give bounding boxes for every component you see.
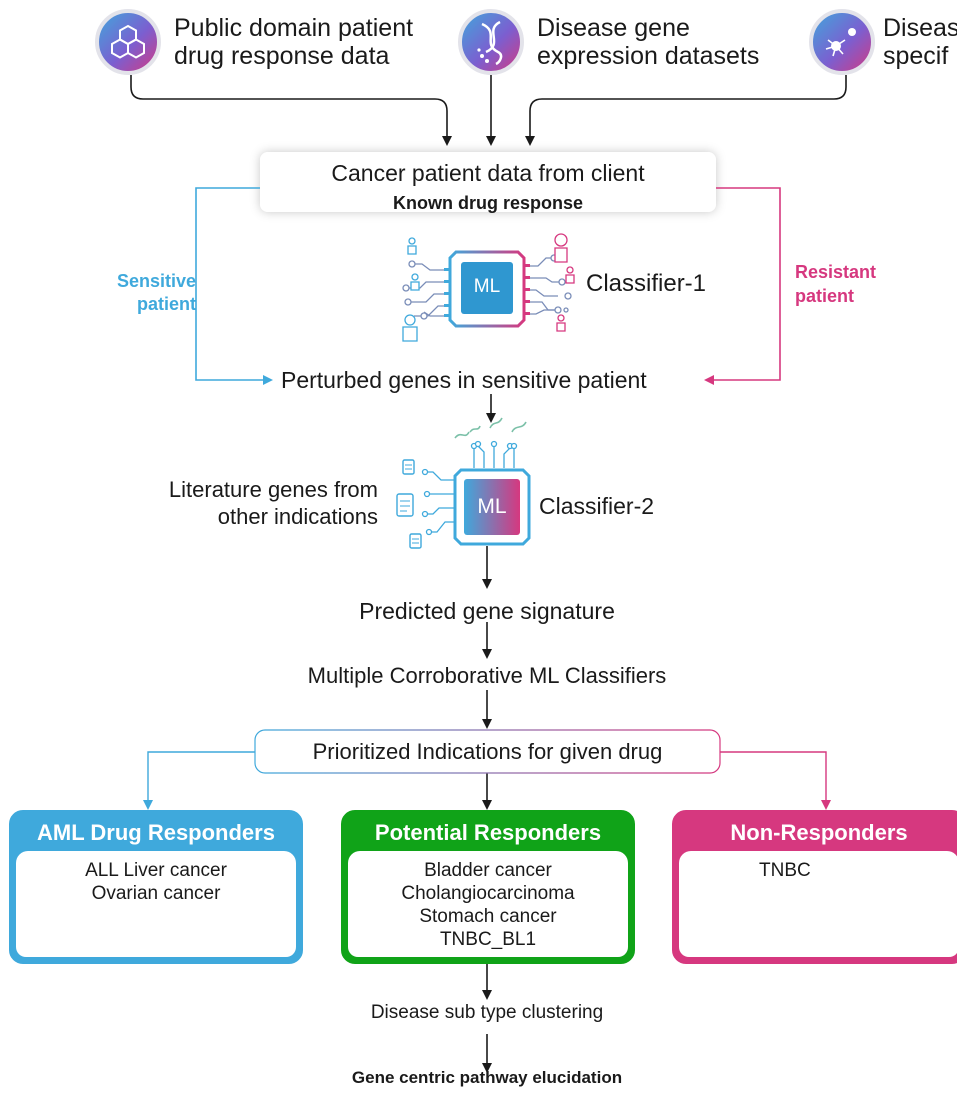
source-connectors bbox=[130, 75, 847, 146]
list-item: Bladder cancer bbox=[424, 860, 552, 881]
sensitive-connector bbox=[195, 187, 273, 385]
client-box-title: Cancer patient data from client bbox=[331, 160, 645, 186]
client-box-subtitle: Known drug response bbox=[392, 193, 583, 213]
dna-helix-icon bbox=[458, 9, 524, 75]
list-item: Cholangiocarcinoma bbox=[401, 883, 575, 904]
pathway-elucidation-label: Gene centric pathway elucidation bbox=[351, 1068, 623, 1087]
aml-responders-box: AML Drug Responders ALL Liver cancer Ova… bbox=[9, 810, 303, 964]
potential-responders-box: Potential Responders Bladder cancer Chol… bbox=[341, 810, 635, 964]
non-responders-list: TNBC bbox=[759, 859, 957, 882]
aml-connector bbox=[143, 751, 255, 810]
potential-responders-list: Bladder cancer Cholangiocarcinoma Stomac… bbox=[348, 859, 628, 951]
non-responders-title: Non-Responders bbox=[730, 820, 908, 845]
non-responder-connector bbox=[720, 751, 831, 810]
list-item: Ovarian cancer bbox=[91, 883, 221, 904]
cell-icon bbox=[809, 9, 875, 75]
prioritized-indications-label: Prioritized Indications for given drug bbox=[312, 739, 663, 764]
list-item: TNBC_BL1 bbox=[439, 929, 537, 950]
subtype-clustering-label: Disease sub type clustering bbox=[370, 1002, 604, 1023]
resistant-connector bbox=[704, 187, 781, 385]
classifier2-chip-label: ML bbox=[477, 495, 507, 518]
aml-responders-list: ALL Liver cancer Ovarian cancer bbox=[16, 859, 296, 905]
list-item: ALL Liver cancer bbox=[85, 860, 227, 881]
non-responders-box: Non-Responders TNBC bbox=[672, 810, 957, 964]
classifier2-chip bbox=[396, 417, 531, 549]
list-item: TNBC bbox=[759, 860, 811, 881]
aml-responders-title: AML Drug Responders bbox=[37, 820, 275, 845]
multiple-classifiers-label: Multiple Corroborative ML Classifiers bbox=[307, 663, 667, 688]
list-item: Stomach cancer bbox=[419, 906, 557, 927]
predicted-signature-label: Predicted gene signature bbox=[359, 598, 615, 624]
hexagon-molecule-icon bbox=[95, 9, 161, 75]
potential-responders-title: Potential Responders bbox=[374, 820, 602, 845]
classifier1-chip-label: ML bbox=[473, 276, 501, 297]
client-data-box bbox=[260, 152, 716, 212]
classifier2-label: Classifier-2 bbox=[539, 493, 655, 519]
classifier1-chip bbox=[402, 233, 575, 342]
classifier1-label: Classifier-1 bbox=[586, 270, 707, 297]
perturbed-genes-label: Perturbed genes in sensitive patient bbox=[281, 367, 647, 393]
